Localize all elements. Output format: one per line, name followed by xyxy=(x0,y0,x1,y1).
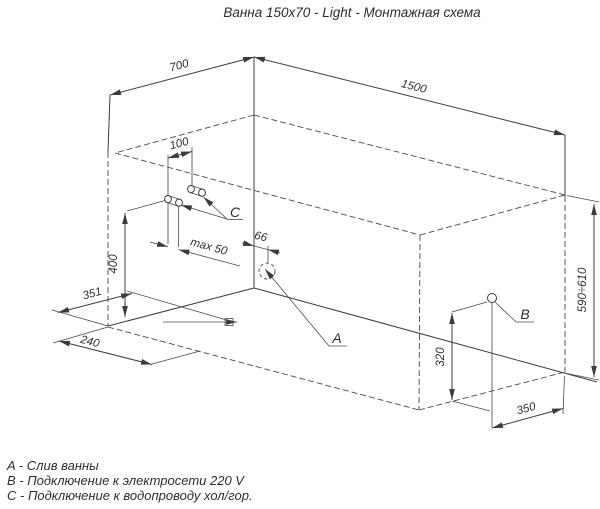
dimension-length-1500: 1500 xyxy=(253,56,566,136)
dim-1500-label: 1500 xyxy=(400,78,428,96)
dim-400-label: 400 xyxy=(108,254,120,274)
drain-floor-pointer xyxy=(163,318,237,326)
dim-350-label: 350 xyxy=(515,401,537,418)
water-supply-fittings xyxy=(164,185,206,207)
dim-100-label: 100 xyxy=(168,136,190,153)
callout-a-label: A xyxy=(331,330,341,346)
dim-max50-label: max 50 xyxy=(189,236,229,258)
room-structure xyxy=(107,57,598,383)
power-connection-symbol: B xyxy=(487,293,534,427)
dim-66-label: 66 xyxy=(253,230,269,245)
drain-symbol: A xyxy=(258,262,347,347)
legend-item-power: B - Подключение к электросети 220 V xyxy=(7,473,245,488)
dim-240-label: 240 xyxy=(78,334,101,351)
dimension-drain-length-240: 240 xyxy=(52,326,201,365)
dim-700-label: 700 xyxy=(168,58,190,75)
dim-351-label: 351 xyxy=(81,286,103,303)
dimension-rim-height: 590÷610 xyxy=(566,195,600,381)
legend-item-water: C - Подключение к водопроводу хол/гор. xyxy=(7,488,253,503)
dimension-supply-protrusion: max 50 xyxy=(149,203,241,267)
callout-b-label: B xyxy=(520,306,529,322)
callout-water-supply: C xyxy=(180,196,243,220)
dimension-supply-spacing-100: 100 xyxy=(167,136,193,195)
bathtub-outline xyxy=(107,114,566,411)
callout-c-label: C xyxy=(230,204,241,220)
diagram-title: Ванна 150x70 - Light - Монтажная схема xyxy=(223,5,481,20)
dimension-drain-width-351: 351 xyxy=(51,286,231,327)
dimension-socket-offset-350: 350 xyxy=(491,375,565,429)
legend: A - Слив ванны B - Подключение к электро… xyxy=(6,458,253,503)
dim-320-label: 320 xyxy=(435,347,447,367)
dim-rim-height-label: 590÷610 xyxy=(577,267,589,312)
dimension-width-700: 700 xyxy=(109,56,255,96)
legend-item-drain: A - Слив ванны xyxy=(6,458,99,473)
dimension-drain-offset-66: 66 xyxy=(241,230,281,262)
dimension-socket-height-320: 320 xyxy=(435,301,491,412)
